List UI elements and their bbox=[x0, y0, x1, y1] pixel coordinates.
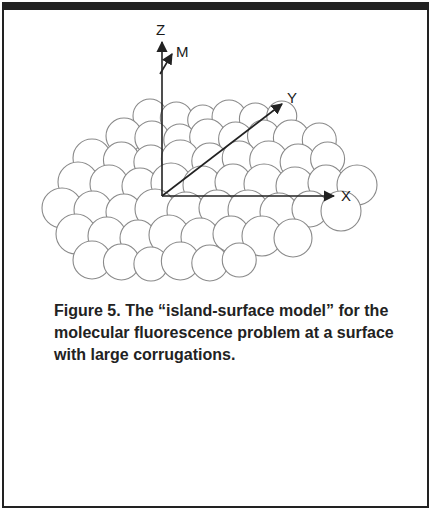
axis-label: Z bbox=[156, 22, 165, 38]
surface-bump bbox=[274, 219, 312, 257]
axis-label: Y bbox=[287, 90, 297, 106]
corrugated-surface bbox=[42, 99, 377, 281]
frame bbox=[3, 3, 428, 507]
x-axis bbox=[162, 195, 334, 197]
z-axis bbox=[161, 42, 163, 196]
y-axis bbox=[162, 104, 282, 196]
surface-bump bbox=[222, 243, 256, 277]
figure-caption: Figure 5. The “island-surface model” for… bbox=[54, 300, 394, 366]
axis-label: X bbox=[341, 188, 351, 204]
dipole-label: M bbox=[176, 44, 189, 60]
axes bbox=[160, 42, 334, 196]
dipole-arrow bbox=[160, 54, 172, 74]
top-rule bbox=[3, 3, 428, 10]
